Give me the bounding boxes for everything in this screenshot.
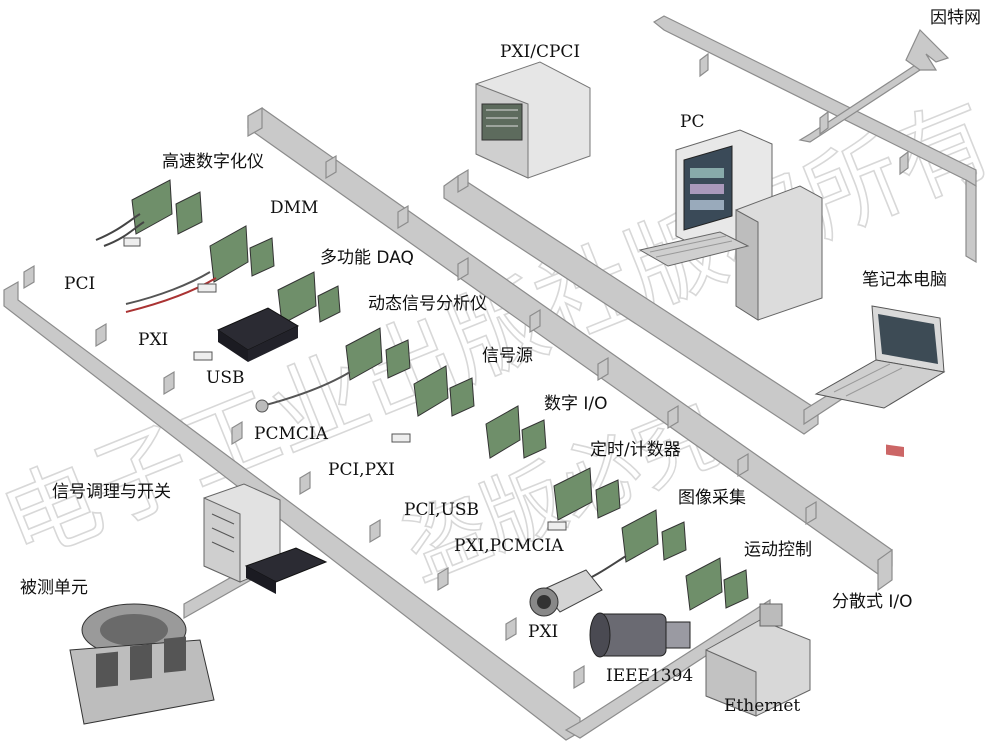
label-pcmcia: PCMCIA <box>254 424 328 444</box>
label-pci-usb: PCI,USB <box>404 500 480 520</box>
main-spur-8 <box>805 500 817 526</box>
internet-spur-2 <box>819 110 829 136</box>
label-pxi-camera: PXI <box>528 622 559 642</box>
outer-spur-2 <box>95 322 107 348</box>
outer-spur-5 <box>299 470 311 496</box>
label-timer-counter: 定时/计数器 <box>590 440 681 460</box>
pxi-chassis-image <box>475 61 591 179</box>
engine-image <box>69 603 215 725</box>
motion-cards-image <box>685 557 749 611</box>
label-image-acquisition: 图像采集 <box>678 488 746 508</box>
signal-source-cards-image <box>391 365 475 443</box>
main-spur-1 <box>325 154 337 180</box>
main-bus-right-drop <box>877 548 893 592</box>
outer-spur-4 <box>231 420 243 446</box>
outer-spur-7 <box>437 566 449 592</box>
dmm-cards-image <box>125 225 275 313</box>
label-ieee1394: IEEE1394 <box>606 666 694 686</box>
main-spur-6 <box>667 404 679 430</box>
dsa-cards-image <box>255 327 411 413</box>
internet-arrow <box>905 28 950 71</box>
internet-spur-3 <box>899 150 909 176</box>
label-distributed-io: 分散式 I/O <box>832 592 913 612</box>
label-pxi-cpci: PXI/CPCI <box>500 42 581 62</box>
label-multifunction-daq: 多功能 DAQ <box>320 248 414 268</box>
label-pc: PC <box>680 112 705 132</box>
label-high-speed-digitizer: 高速数字化仪 <box>162 152 264 172</box>
label-signal-source: 信号源 <box>482 346 533 366</box>
counter-cards-image <box>547 467 621 531</box>
pc-image <box>638 129 823 321</box>
label-dmm: DMM <box>270 198 319 218</box>
outer-spur-8 <box>505 616 517 642</box>
main-spur-7 <box>737 452 749 478</box>
daq-devices-image <box>193 271 341 362</box>
outer-spur-1 <box>23 264 35 290</box>
laptop-image <box>814 305 946 458</box>
main-bus-left-drop <box>247 106 263 138</box>
label-pxi: PXI <box>138 330 169 350</box>
label-usb: USB <box>206 368 245 388</box>
main-spur-5 <box>597 356 609 382</box>
label-pxi-pcmcia: PXI,PCMCIA <box>454 536 564 556</box>
label-signal-conditioning: 信号调理与开关 <box>52 482 171 502</box>
internet-bus-right-drop <box>965 178 977 264</box>
digital-io-cards-image <box>485 405 547 459</box>
label-pci: PCI <box>64 274 96 294</box>
outer-spur-6 <box>369 518 381 544</box>
ethernet-machine-image <box>705 603 811 717</box>
label-motion-control: 运动控制 <box>744 540 812 560</box>
motor-image <box>589 612 691 658</box>
main-spur-4 <box>529 308 541 334</box>
label-laptop: 笔记本电脑 <box>862 270 947 290</box>
label-ethernet: Ethernet <box>724 696 801 716</box>
camera-image <box>529 569 603 617</box>
label-pci-pxi: PCI,PXI <box>328 460 395 480</box>
label-internet: 因特网 <box>930 8 981 28</box>
label-unit-under-test: 被测单元 <box>20 578 88 598</box>
conditioning-chassis-image <box>203 483 328 594</box>
digitizer-cards-image <box>95 179 203 247</box>
label-dynamic-signal-analyzer: 动态信号分析仪 <box>368 294 487 314</box>
main-spur-2 <box>397 204 409 230</box>
pc-bus-left-drop <box>457 168 469 194</box>
outer-spur-9 <box>573 664 585 690</box>
outer-spur-3 <box>163 370 175 396</box>
internet-spur-1 <box>699 52 709 78</box>
label-digital-io: 数字 I/O <box>544 394 608 414</box>
main-spur-3 <box>457 256 469 282</box>
